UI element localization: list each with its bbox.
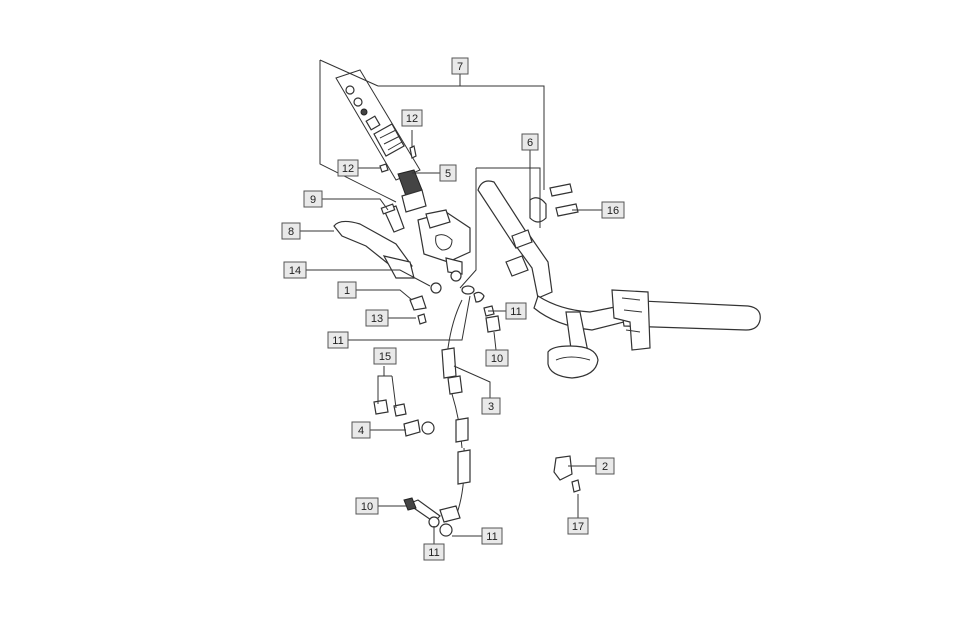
svg-text:10: 10 [361,501,373,513]
callout-17: 17 [567,517,589,535]
mount-bracket [553,455,581,493]
callout-10-upper: 10 [485,349,509,367]
handlebar [477,180,761,379]
callout-11-lower-left: 11 [423,543,445,561]
svg-text:2: 2 [602,461,608,473]
callout-9: 9 [303,190,323,208]
callout-2: 2 [595,457,615,475]
svg-text:17: 17 [572,521,584,533]
master-cylinder-body [417,209,471,282]
stop-switch [409,295,427,325]
svg-text:12: 12 [342,163,354,175]
clamp-bolts [549,183,579,217]
svg-text:11: 11 [486,531,497,543]
svg-text:11: 11 [428,547,439,559]
brake-hose [439,299,471,523]
callout-5: 5 [439,164,457,182]
hose-clip [373,399,435,437]
callout-13: 13 [365,309,389,327]
svg-text:8: 8 [288,226,294,238]
svg-text:9: 9 [310,194,316,206]
banjo-fittings-top [473,291,501,333]
callout-14: 14 [283,261,307,279]
svg-text:5: 5 [445,168,451,180]
nut [430,282,442,294]
svg-text:15: 15 [379,351,391,363]
callout-12-lower: 12 [337,159,359,177]
screws [379,145,417,173]
svg-text:3: 3 [488,401,494,413]
pivot-bolt [380,203,405,233]
svg-text:11: 11 [510,306,521,318]
callout-7: 7 [451,57,469,75]
callout-4: 4 [351,421,371,439]
banjo-fittings-bottom [403,497,453,537]
callout-11-lower-right: 11 [481,527,503,545]
svg-text:16: 16 [607,205,619,217]
callout-8: 8 [281,222,301,240]
washer [461,285,475,295]
callout-15: 15 [373,347,397,365]
svg-text:4: 4 [358,425,364,437]
callout-11-left: 11 [327,331,349,349]
callout-1: 1 [337,281,357,299]
callout-16: 16 [601,201,625,219]
master-cylinder-assembly [335,69,421,181]
svg-text:6: 6 [527,137,533,149]
callout-12-upper: 12 [401,109,423,127]
bar-clamp [529,197,547,223]
callout-3: 3 [481,397,501,415]
callout-11-upper-right: 11 [505,302,527,320]
callout-6: 6 [521,133,539,151]
callout-10-lower: 10 [355,497,379,515]
svg-text:13: 13 [371,313,383,325]
svg-text:1: 1 [344,285,350,297]
reservoir-cap [397,169,427,213]
svg-text:14: 14 [289,265,301,277]
svg-text:10: 10 [491,353,503,365]
leader-lines [300,59,602,544]
svg-text:12: 12 [406,113,418,125]
svg-text:11: 11 [332,335,343,347]
svg-text:7: 7 [457,61,463,73]
